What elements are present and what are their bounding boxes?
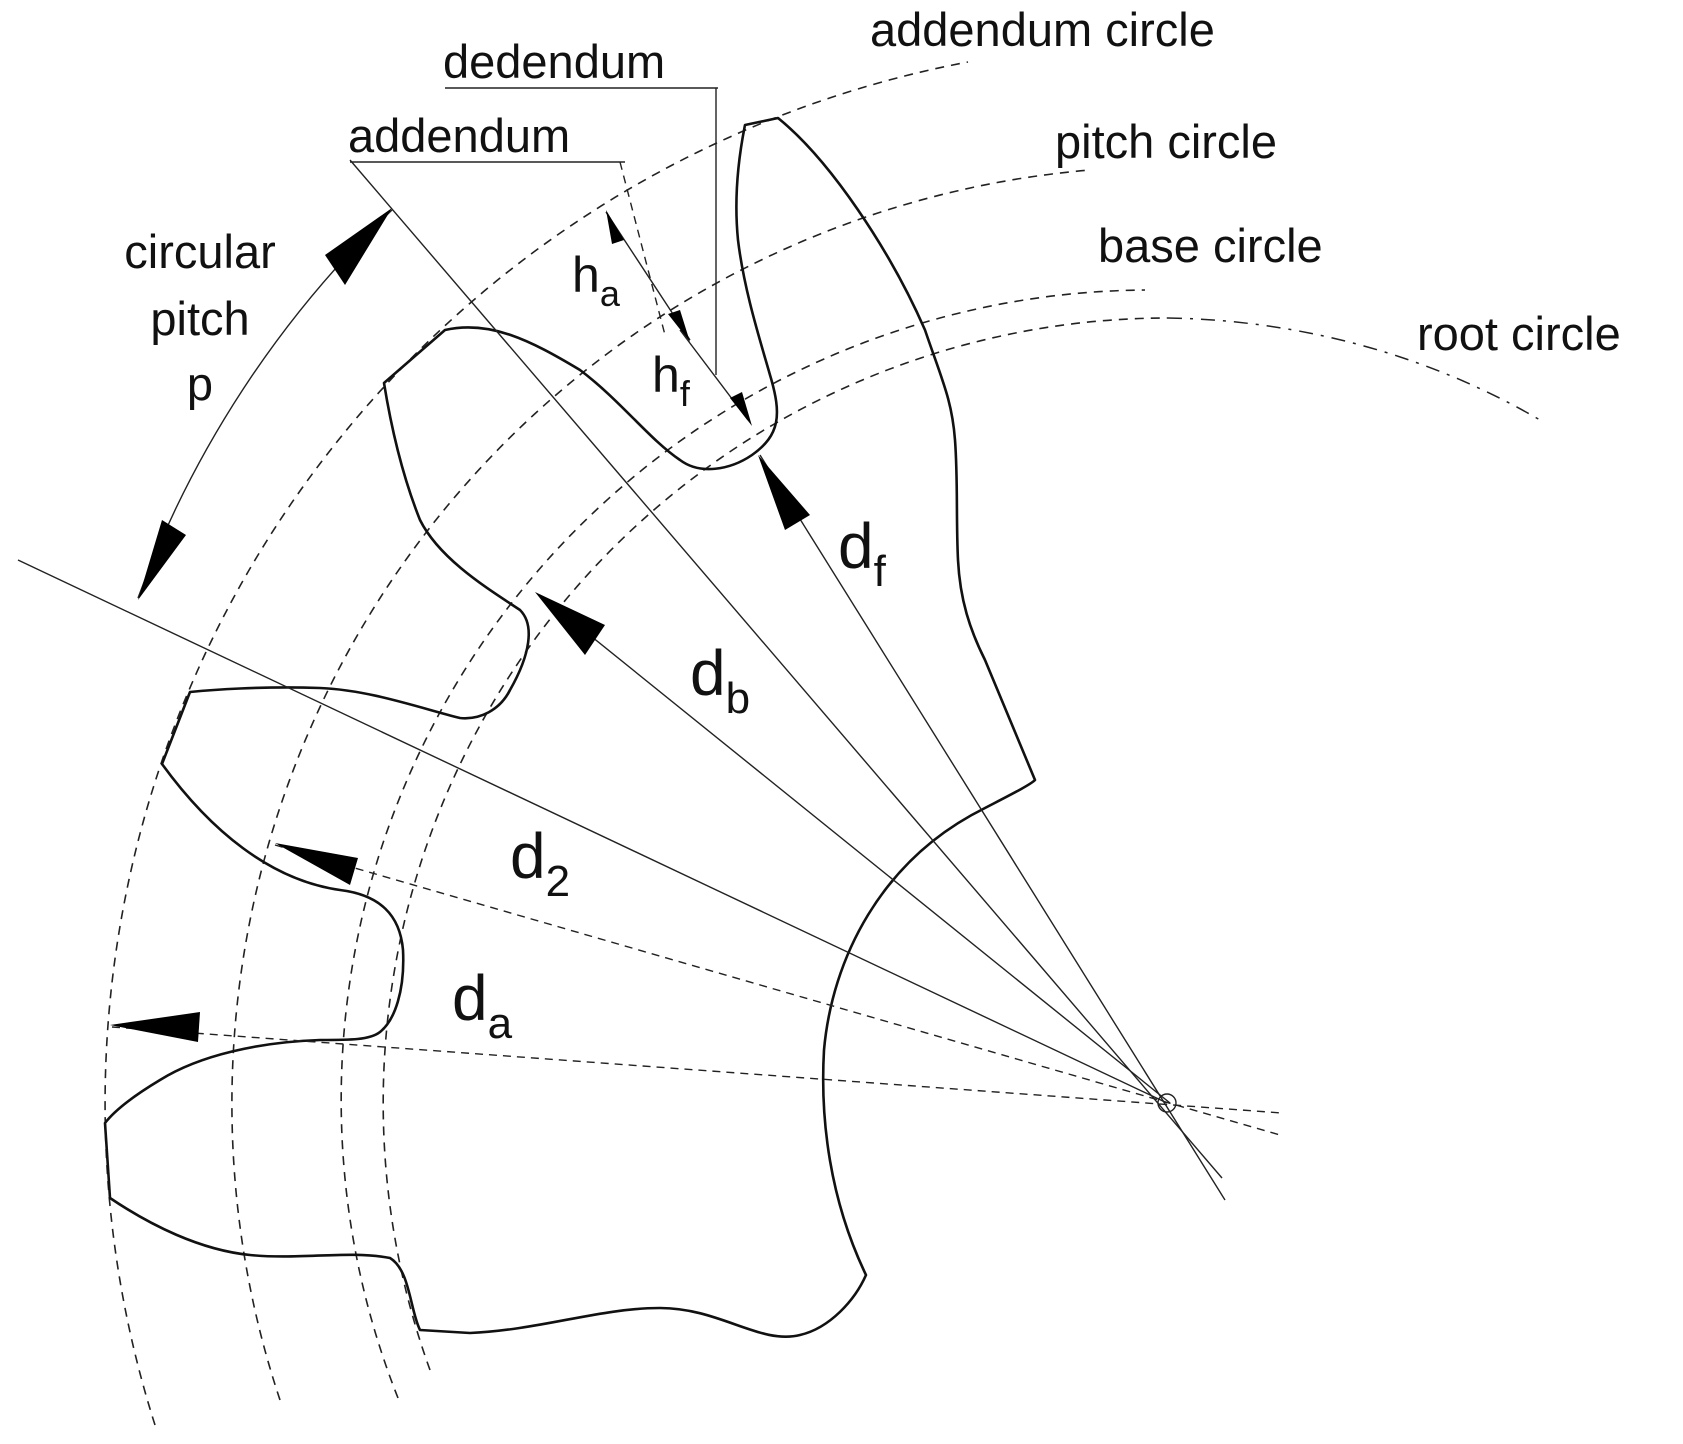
- ha-symbol: ha: [572, 247, 621, 314]
- db-radial-line: [539, 594, 1171, 1104]
- addendum-leader-drop: [619, 161, 666, 336]
- base-circle-label: base circle: [1098, 219, 1323, 272]
- ha-arrow-top: [606, 210, 624, 244]
- arrowheads: [110, 208, 810, 1042]
- gear-center-mark: [1157, 1093, 1177, 1113]
- df-symbol: df: [838, 510, 887, 596]
- circular-pitch-label-line2: pitch: [150, 292, 249, 345]
- pitch-radial-line-2: [349, 159, 1223, 1179]
- db-arrow: [535, 592, 605, 655]
- circular-pitch-label-line3: p: [187, 357, 213, 410]
- d2-symbol: d2: [510, 820, 570, 906]
- circular-pitch-label-line1: circular: [124, 225, 275, 278]
- db-symbol: db: [690, 637, 750, 723]
- pitch-circle-label: pitch circle: [1055, 115, 1277, 168]
- pitch-circle-arc: [231, 169, 1091, 1401]
- da-arrow: [110, 1012, 200, 1042]
- reference-circles: [104, 61, 1541, 1426]
- root-circle-extension: [1167, 317, 1541, 421]
- addendum-circle-label: addendum circle: [870, 3, 1215, 56]
- hf-arrow-bottom: [730, 392, 752, 426]
- d2-radial-line: [274, 844, 1281, 1136]
- symbol-labels: ha hf df db d2 da: [452, 247, 887, 1048]
- da-symbol: da: [452, 962, 513, 1048]
- d2-arrow: [275, 843, 358, 885]
- df-radial-line: [759, 454, 1226, 1201]
- text-labels: addendum circle dedendum addendum pitch …: [124, 3, 1620, 410]
- hf-symbol: hf: [652, 347, 691, 414]
- da-radial-line: [111, 1026, 1283, 1114]
- circular-pitch-arrow-top: [325, 208, 392, 285]
- gear-outline: [103, 116, 1037, 1338]
- base-circle-arc: [340, 289, 1146, 1399]
- addendum-label: addendum: [348, 109, 570, 162]
- circular-pitch-arrow-bottom: [138, 520, 186, 600]
- root-circle-label: root circle: [1417, 307, 1621, 360]
- pitch-radial-line-1: [17, 559, 1168, 1104]
- dedendum-label: dedendum: [443, 35, 665, 88]
- df-arrow: [758, 455, 810, 530]
- addendum-circle-arc: [104, 61, 969, 1426]
- ha-arrow-bottom: [668, 310, 690, 342]
